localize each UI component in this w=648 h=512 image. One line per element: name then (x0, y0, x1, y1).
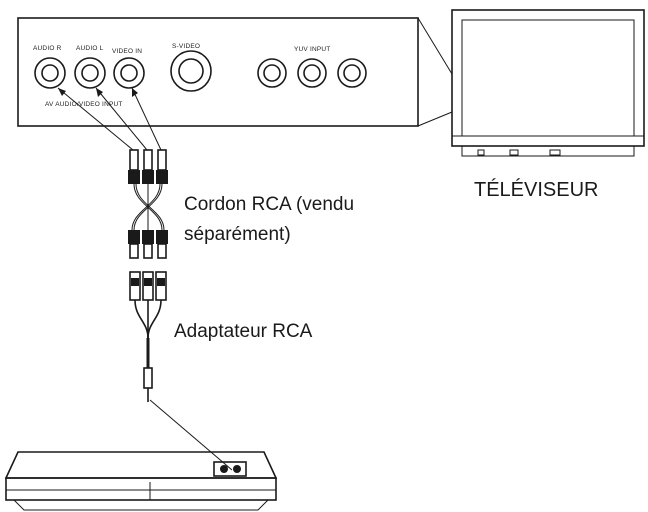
portable-dvd-player (4, 451, 278, 511)
jack-s-video[interactable] (170, 50, 212, 92)
jack-yuv-v[interactable] (337, 58, 367, 88)
rca-cable (128, 149, 168, 259)
label-video-in: VIDEO IN (112, 48, 142, 55)
label-audio-l: AUDIO L (76, 45, 104, 52)
jack-yuv-u[interactable] (297, 58, 327, 88)
callout-lines (417, 17, 453, 127)
rca-plug-bottom-mid (142, 230, 154, 259)
rca-plug-top-right (156, 149, 168, 184)
cable-label-line2: séparément) (184, 224, 291, 245)
label-av-input: AV AUDIO/VIDEO INPUT (45, 101, 123, 108)
jack-audio-r[interactable] (34, 57, 66, 89)
adapter-socket-right (155, 271, 167, 301)
rca-adapter (129, 271, 167, 402)
jack-audio-l[interactable] (74, 57, 106, 89)
arrows (57, 87, 162, 151)
adapter-socket-left (129, 271, 141, 301)
label-yuv-input: YUV INPUT (294, 46, 330, 53)
rca-plug-bottom-right (156, 230, 168, 259)
rca-plug-top-left (128, 149, 140, 184)
player-av-jack[interactable] (213, 461, 247, 477)
cable-label-line1: Cordon RCA (vendu (184, 194, 354, 215)
tv-label: TÉLÉVISEUR (474, 178, 598, 201)
label-audio-r: AUDIO R (33, 45, 62, 52)
rca-plug-top-mid (142, 149, 154, 184)
adapter-to-player-line (149, 399, 233, 471)
adapter-socket-mid (142, 271, 154, 301)
label-s-video: S-VIDEO (172, 43, 200, 50)
jack-video-in[interactable] (113, 57, 145, 89)
panel-outline (17, 17, 419, 127)
rca-plug-bottom-left (128, 230, 140, 259)
jack-yuv-y[interactable] (257, 58, 287, 88)
adapter-label: Adaptateur RCA (174, 321, 313, 342)
tv-set (451, 9, 645, 157)
tv-rear-panel: AUDIO R AUDIO L VIDEO IN S-VIDEO YUV INP… (17, 17, 419, 127)
